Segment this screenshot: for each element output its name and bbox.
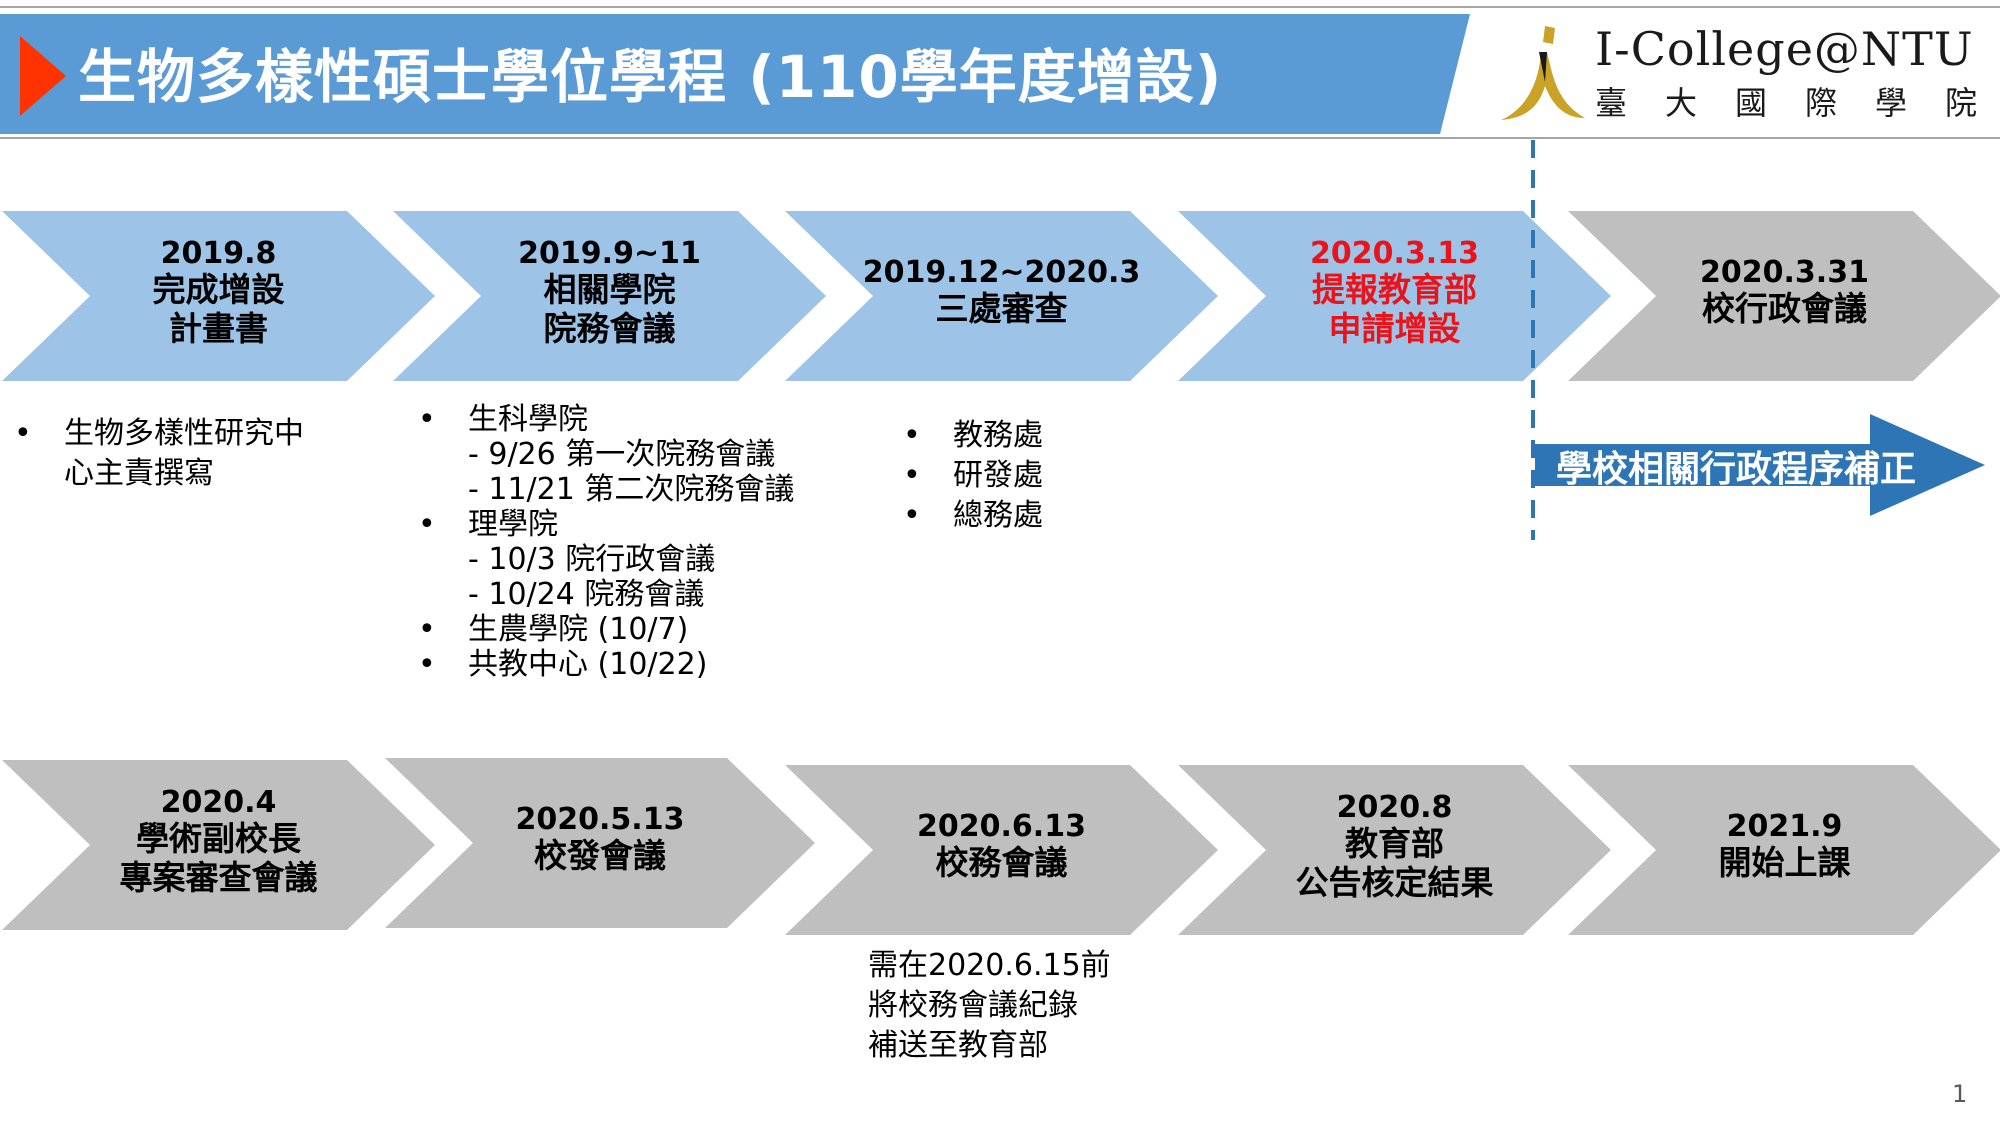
timeline-chevron-row1 — [785, 211, 1218, 381]
note-item: • 生科學院 — [418, 402, 794, 437]
title-banner-shape — [0, 14, 1470, 134]
timeline-step-date: 2019.9~11 — [518, 235, 701, 271]
page-number: 1 — [1952, 1080, 1968, 1108]
timeline-step-text: 校發會議 — [534, 836, 666, 876]
step-notes: •生科學院- 9/26 第一次院務會議- 11/21 第二次院務會議•理學院- … — [418, 402, 794, 682]
timeline-step-date: 2020.5.13 — [515, 802, 685, 837]
logo-mark-icon — [1501, 26, 1585, 120]
note-subitem: - 9/26 第一次院務會議 — [468, 437, 776, 472]
step8-note: 需在2020.6.15前將校務會議紀錄補送至教育部 — [868, 946, 1111, 1066]
right-arrow-icon — [1535, 414, 1985, 516]
bullet-icon: • — [903, 458, 921, 493]
note-text: 總務處 — [953, 498, 1043, 533]
note-subitem: - 10/3 院行政會議 — [468, 542, 716, 577]
title-banner — [0, 14, 1470, 134]
timeline-step-text: 相關學院 — [543, 269, 676, 309]
bullet-icon: • — [903, 498, 921, 533]
timeline-step-text: 校行政會議 — [1702, 289, 1867, 329]
timeline-chevron-row1 — [393, 211, 826, 381]
bullet-icon: • — [418, 507, 436, 542]
note-item: • 共教中心 (10/22) — [418, 647, 794, 682]
timeline-step-text: 教育部 — [1345, 823, 1444, 863]
step-notes: • 教務處 • 研發處 • 總務處 — [903, 416, 1043, 536]
note-item: • 研發處 — [903, 456, 1043, 496]
note-text: 理學院 — [468, 507, 558, 542]
timeline-step-text: 校務會議 — [935, 843, 1068, 883]
header-divider — [0, 137, 2000, 139]
timeline-step-date: 2020.6.13 — [917, 809, 1086, 844]
note-text: 生物多樣性研究中 — [64, 416, 304, 451]
note-item: • 理學院 — [418, 507, 794, 542]
timeline-step-date: 2019.12~2020.3 — [862, 255, 1141, 290]
note-subitem: 心主責撰寫 — [64, 456, 214, 491]
timeline-step-text: 三處審查 — [935, 289, 1068, 329]
timeline-chevron-row1 — [2, 211, 435, 381]
note-item: • 生農學院 (10/7) — [418, 612, 794, 647]
timeline-step-text: 開始上課 — [1718, 843, 1851, 883]
logo-chinese-name: 臺大國際學院 — [1595, 84, 2000, 122]
bullet-icon: • — [418, 612, 436, 647]
note-text: 共教中心 (10/22) — [468, 647, 708, 682]
top-divider — [0, 6, 2000, 8]
admin-correction-label: 學校相關行政程序補正 — [1556, 449, 1917, 490]
bullet-icon: • — [418, 402, 436, 437]
note-item: • 生物多樣性研究中 — [14, 414, 304, 454]
timeline-chevron-row2 — [385, 758, 815, 928]
timeline-step-text: 提報教育部 — [1312, 269, 1477, 309]
timeline-chevron-row2 — [785, 765, 1218, 935]
note-text: 生科學院 — [468, 402, 588, 437]
timeline-step-date: 2020.8 — [1336, 789, 1453, 825]
timeline-step-date: 2020.3.13 — [1310, 235, 1479, 271]
note-text: 研發處 — [953, 458, 1043, 493]
bullet-icon: • — [14, 416, 32, 451]
note-text: 補送至教育部 — [868, 1028, 1048, 1063]
step-notes: • 生物多樣性研究中心主責撰寫 — [14, 414, 304, 494]
note-item: • 教務處 — [903, 416, 1043, 456]
timeline-step-date: 2020.3.31 — [1700, 255, 1869, 290]
bullet-icon: • — [418, 647, 436, 682]
timeline-chevron-row1 — [1568, 211, 2000, 381]
note-subitem: - 10/24 院務會議 — [468, 577, 705, 612]
timeline-step-date: 2019.8 — [160, 235, 277, 271]
timeline-step-text: 院務會議 — [543, 308, 676, 348]
play-icon — [20, 36, 66, 116]
timeline-step-text: 學術副校長 — [136, 818, 301, 858]
timeline-step-text: 申請增設 — [1328, 308, 1461, 348]
timeline-step-text: 完成增設 — [152, 269, 285, 309]
timeline-step-date: 2020.4 — [160, 784, 277, 820]
note-text: 生農學院 (10/7) — [468, 612, 689, 647]
note-item: • 總務處 — [903, 496, 1043, 536]
timeline-step-text: 公告核定結果 — [1295, 862, 1494, 902]
timeline-step-text: 專案審查會議 — [119, 857, 318, 897]
timeline-chevron-row2 — [2, 760, 435, 930]
logo-english-name: I-College@NTU — [1595, 22, 1974, 76]
note-text: 需在2020.6.15前 — [868, 948, 1111, 983]
note-text: 教務處 — [953, 418, 1043, 453]
page-title: 生物多樣性碩士學位學程 (110學年度增設) — [78, 43, 1223, 111]
timeline-chevron-row2 — [1178, 765, 1611, 935]
note-text: 將校務會議紀錄 — [868, 988, 1078, 1023]
timeline-chevron-row1 — [1178, 211, 1611, 381]
college-logo: I-College@NTU 臺大國際學院 — [1495, 22, 1985, 132]
timeline-step-text: 計畫書 — [169, 308, 268, 348]
timeline-step-date: 2021.9 — [1726, 809, 1843, 844]
timeline-chevron-row2 — [1568, 765, 2000, 935]
note-subitem: - 11/21 第二次院務會議 — [468, 472, 795, 507]
bullet-icon: • — [903, 418, 921, 453]
